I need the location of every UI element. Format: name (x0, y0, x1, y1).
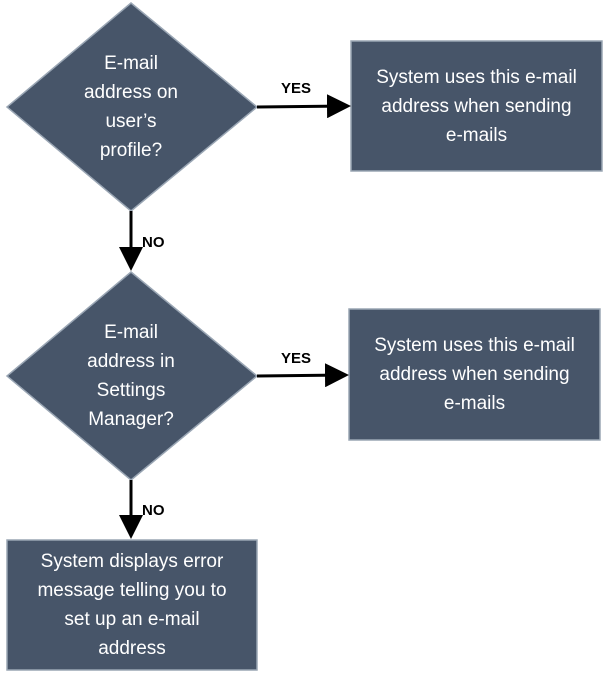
edge-profile-no-label: NO (142, 234, 165, 251)
decision-profile-text: E-mail address on user’s profile? (41, 40, 221, 174)
error-line-1: System displays error (40, 551, 224, 572)
edge-settings-no-label: NO (142, 502, 165, 519)
edge-settings-yes-arrow (256, 363, 349, 388)
decision-profile-line-3: user’s (105, 111, 157, 132)
result-profile-line-2: address when sending (381, 95, 572, 117)
result-profile-shape (350, 40, 603, 172)
decision-settings-line-4: Manager? (88, 409, 174, 430)
error-line-4: address (98, 638, 166, 659)
error-shape (6, 539, 258, 671)
decision-profile-line-1: E-mail (104, 53, 158, 74)
edge-settings-yes-label: YES (281, 350, 312, 367)
result-profile-line-3: e-mails (445, 124, 508, 146)
result-profile-line-1: System uses this e-mail (376, 66, 577, 88)
edge-profile-yes-label: YES (281, 80, 312, 97)
result-settings-text: System uses this e-mail address when sen… (349, 309, 600, 440)
edge-profile-yes-arrow (256, 94, 351, 119)
error-line-2: message telling you to (37, 580, 227, 601)
error-line-3: set up an e-mail (64, 609, 200, 630)
result-settings-line-2: address when sending (379, 364, 570, 385)
decision-settings-line-3: Settings (96, 380, 166, 401)
result-settings-shape (348, 308, 601, 441)
decision-settings-line-2: address in (87, 351, 175, 372)
result-settings-line-3: e-mails (443, 393, 506, 414)
decision-profile-line-2: address on (83, 82, 178, 103)
decision-profile-line-4: profile? (99, 140, 163, 161)
decision-settings-text: E-mail address in Settings Manager? (41, 309, 221, 443)
error-text: System displays error message telling yo… (7, 540, 257, 670)
decision-settings-line-1: E-mail (104, 322, 158, 343)
result-profile-text: System uses this e-mail address when sen… (351, 41, 602, 171)
result-settings-line-1: System uses this e-mail (374, 335, 575, 356)
